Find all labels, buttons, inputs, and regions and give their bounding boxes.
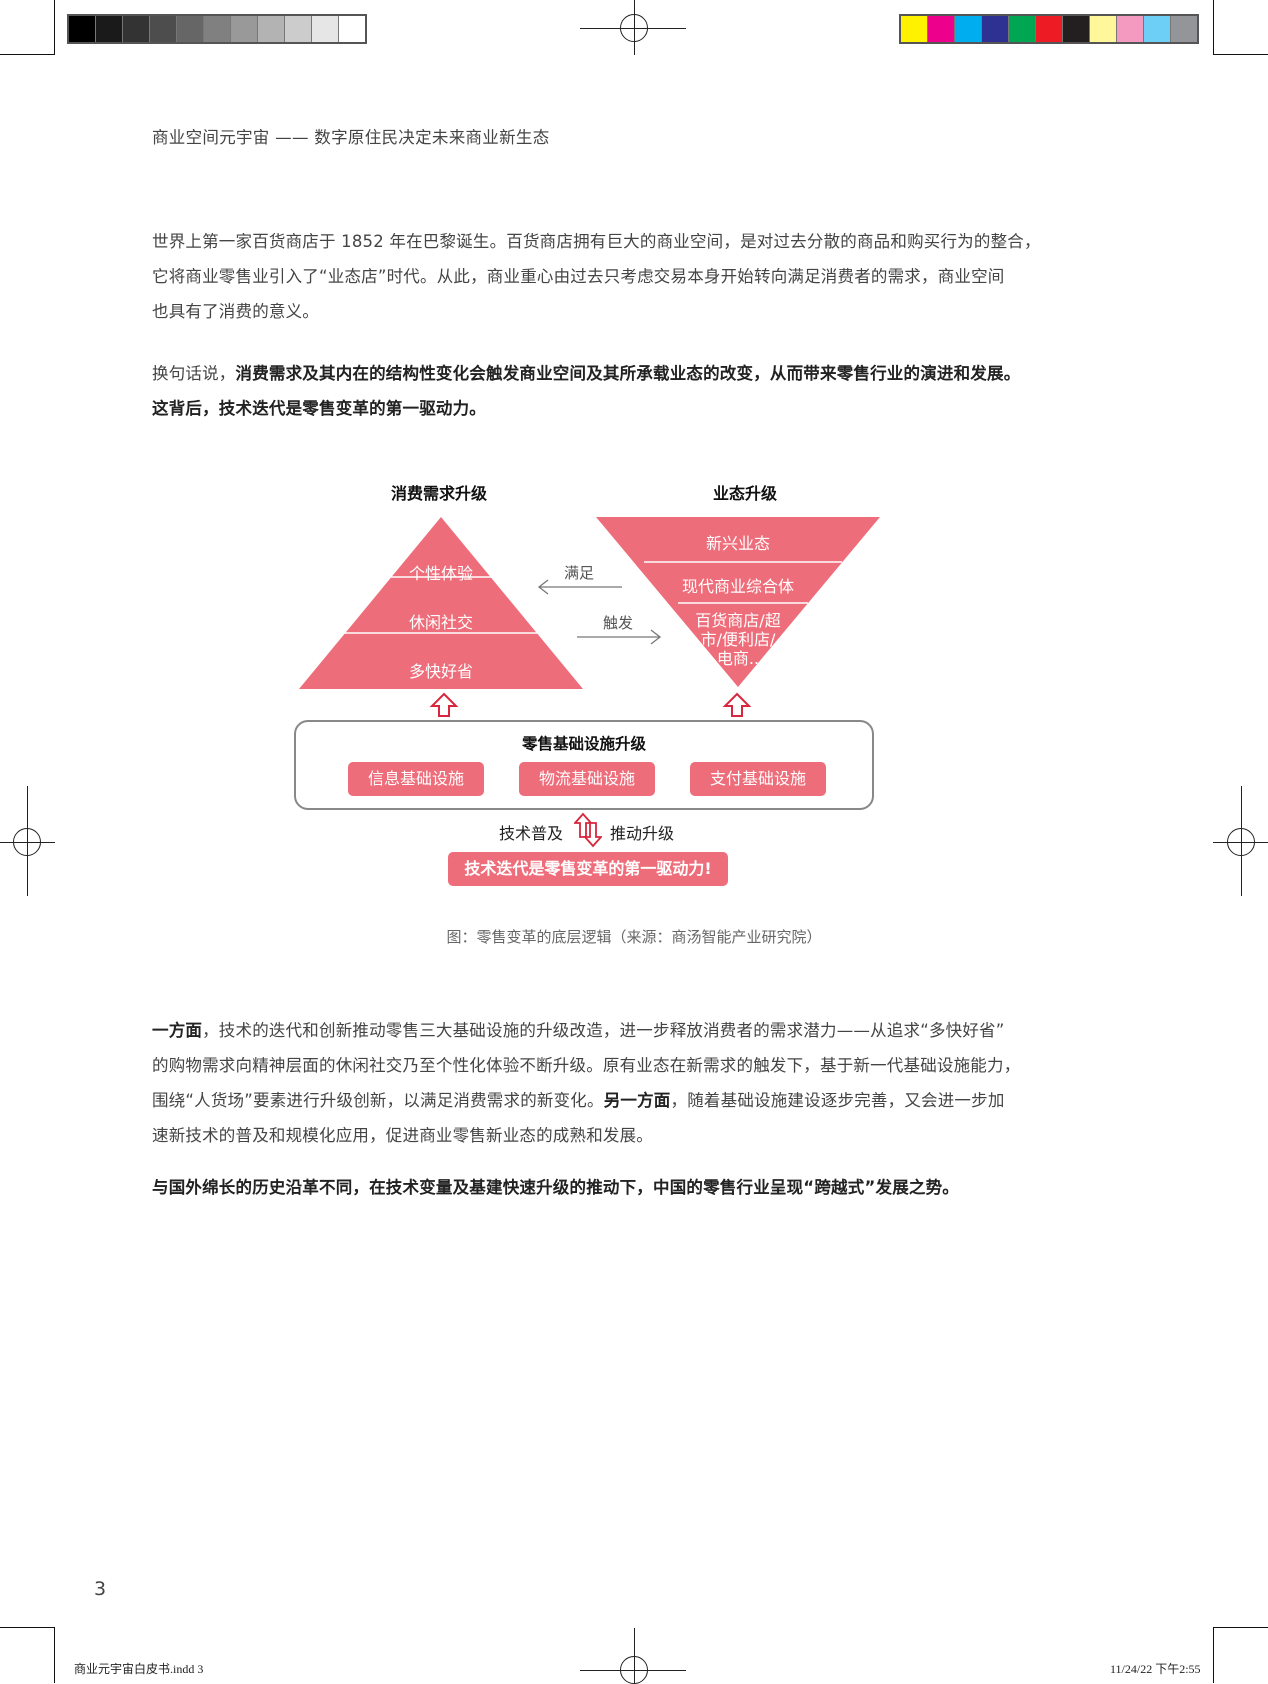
paragraph-line: 的购物需求向精神层面的休闲社交乃至个性化体验不断升级。原有业态在新需求的触发下，… [152, 1056, 1021, 1075]
pyramid-layer-bottom: 多快好省 [408, 662, 473, 681]
infra-info-chip: 信息基础设施 [348, 762, 484, 796]
color-swatch [1036, 16, 1063, 42]
label-satisfy: 满足 [564, 564, 595, 582]
color-swatch [1171, 16, 1197, 42]
emphasis-text: 一方面 [152, 1021, 203, 1040]
format-layer-line: 市/便利店/ [700, 630, 776, 649]
color-swatch [982, 16, 1009, 42]
paragraph-line: 围绕“人货场”要素进行升级创新，以满足消费需求的新变化。另一方面，随着基础设施建… [152, 1083, 1072, 1118]
paragraph-on-one-hand: 一方面，技术的迭代和创新推动零售三大基础设施的升级改造，进一步释放消费者的需求潜… [152, 1013, 1072, 1153]
infra-logistics-chip: 物流基础设施 [519, 762, 655, 796]
running-head: 商业空间元宇宙 —— 数字原住民决定未来商业新生态 [152, 128, 550, 147]
paragraph-line: 世界上第一家百货商店于 1852 年在巴黎诞生。百货商店拥有巨大的商业空间，是对… [152, 232, 1041, 251]
color-swatch [901, 16, 928, 42]
bidirectional-arrow-icon [574, 812, 602, 848]
color-swatch [177, 16, 204, 42]
label-trigger: 触发 [603, 614, 634, 632]
emphasis-text: 消费需求及其内在的结构性变化会触发商业空间及其所承载业态的改变，从而带来零售行业… [235, 364, 1021, 383]
figure-caption: 图：零售变革的底层逻辑（来源：商汤智能产业研究院） [446, 928, 822, 946]
retail-logic-diagram: 消费需求升级 业态升级 个性体验 休闲社交 [280, 470, 900, 900]
color-swatch [123, 16, 150, 42]
color-swatch [96, 16, 123, 42]
color-swatch [1117, 16, 1144, 42]
color-swatch-bar [899, 14, 1199, 44]
arrow-satisfy-icon [537, 579, 622, 595]
up-arrow-left-icon [429, 692, 459, 717]
diagram-left-title: 消费需求升级 [391, 484, 488, 503]
paragraph-conclusion: 与国外绵长的历史沿革不同，在技术变量及基建快速升级的推动下，中国的零售行业呈现“… [152, 1170, 1072, 1205]
paragraph-line: 也具有了消费的意义。 [152, 302, 319, 321]
text-run: ，技术的迭代和创新推动零售三大基础设施的升级改造，进一步释放消费者的需求潜力——… [202, 1021, 1005, 1040]
print-timestamp: 11/24/22 下午2:55 [1110, 1662, 1201, 1676]
paragraph-line: 换句话说，消费需求及其内在的结构性变化会触发商业空间及其所承载业态的改变，从而带… [152, 356, 1072, 391]
color-swatch [955, 16, 982, 42]
emphasis-text: 另一方面 [603, 1091, 671, 1110]
paragraph-line: 一方面，技术的迭代和创新推动零售三大基础设施的升级改造，进一步释放消费者的需求潜… [152, 1013, 1072, 1048]
color-swatch [231, 16, 258, 42]
emphasis-text: 这背后，技术迭代是零售变革的第一驱动力。 [152, 399, 486, 418]
color-swatch [204, 16, 231, 42]
key-message-banner: 技术迭代是零售变革的第一驱动力! [448, 852, 728, 886]
demand-pyramid [299, 517, 583, 689]
color-swatch [285, 16, 312, 42]
gray-swatch-bar [67, 14, 367, 44]
text-run: 围绕“人货场”要素进行升级创新，以满足消费需求的新变化。 [152, 1091, 604, 1110]
up-arrow-right-icon [722, 692, 752, 717]
diagram-right-title: 业态升级 [713, 484, 778, 503]
paragraph-line: 这背后，技术迭代是零售变革的第一驱动力。 [152, 391, 1072, 426]
pyramid-layer-middle: 休闲社交 [408, 613, 473, 632]
label-tech-adoption: 技术普及 [499, 824, 564, 843]
format-layer-line: 电商.. [716, 649, 760, 668]
format-layer-top: 新兴业态 [705, 534, 770, 553]
color-swatch [339, 16, 365, 42]
color-swatch [1144, 16, 1171, 42]
paragraph-line: 它将商业零售业引入了“业态店”时代。从此，商业重心由过去只考虑交易本身开始转向满… [152, 267, 1005, 286]
emphasis-text: 与国外绵长的历史沿革不同，在技术变量及基建快速升级的推动下，中国的零售行业呈现“… [152, 1178, 959, 1197]
color-swatch [1009, 16, 1036, 42]
paragraph-line: 速新技术的普及和规模化应用，促进商业零售新业态的成熟和发展。 [152, 1126, 653, 1145]
paragraph-intro: 世界上第一家百货商店于 1852 年在巴黎诞生。百货商店拥有巨大的商业空间，是对… [152, 224, 1072, 329]
infra-payment-chip: 支付基础设施 [690, 762, 826, 796]
diagram-shapes [299, 517, 880, 717]
infrastructure-box: 零售基础设施升级 信息基础设施 物流基础设施 支付基础设施 [294, 720, 874, 810]
format-layer-bottom: 百货商店/超 市/便利店/ 电商.. [668, 611, 808, 668]
format-layer-middle: 现代商业综合体 [681, 577, 794, 596]
paragraph-thesis: 换句话说，消费需求及其内在的结构性变化会触发商业空间及其所承载业态的改变，从而带… [152, 356, 1072, 426]
infrastructure-title: 零售基础设施升级 [521, 735, 646, 753]
page-number: 3 [94, 1578, 107, 1600]
color-swatch [312, 16, 339, 42]
text-run: 换句话说， [152, 364, 236, 383]
text-run: ，随着基础设施建设逐步完善，又会进一步加 [670, 1091, 1005, 1110]
color-swatch [928, 16, 955, 42]
color-swatch [1090, 16, 1117, 42]
format-layer-line: 百货商店/超 [695, 611, 781, 630]
pyramid-layer-top: 个性体验 [408, 564, 473, 583]
file-slug: 商业元宇宙白皮书.indd 3 [74, 1662, 204, 1676]
label-drive-upgrade: 推动升级 [610, 824, 675, 843]
color-swatch [1063, 16, 1090, 42]
business-format-inverted-pyramid [596, 517, 880, 687]
color-swatch [69, 16, 96, 42]
arrow-trigger-icon [577, 629, 662, 645]
color-swatch [150, 16, 177, 42]
color-swatch [258, 16, 285, 42]
